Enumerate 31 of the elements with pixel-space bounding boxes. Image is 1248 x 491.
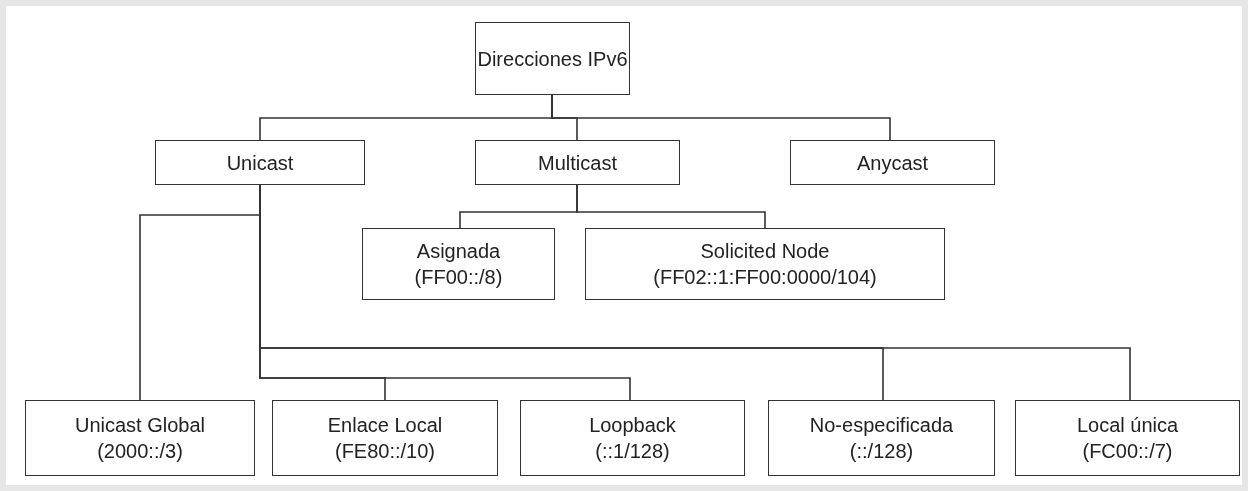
process-box [520,400,745,476]
process-box [585,228,945,300]
box-label: (FE80::/10) [334,439,435,464]
box-label: (FC00::/7) [1082,439,1173,464]
process-box [475,140,680,185]
box-label: Solicited Node [700,239,830,264]
box-label: Loopback [589,413,676,438]
process-box [475,22,630,95]
box-label: (2000::/3) [97,439,183,464]
box-label: (::1/128) [595,439,670,464]
box-label: Direcciones IPv6 [477,46,628,72]
process-box [362,228,555,300]
connector-line [551,94,891,141]
box-label: Anycast [856,150,929,176]
box-label: Multicast [538,150,617,176]
box-label: Local única [1076,413,1179,438]
box-label: (::/128) [849,439,914,464]
box-label: Unicast [226,150,294,176]
box-label: Enlace Local [327,413,443,438]
process-box [25,400,255,476]
process-box [1015,400,1240,476]
box-label: Unicast Global [74,413,206,438]
box-label: (FF02::1:FF00:0000/104) [653,265,877,290]
process-box [790,140,995,185]
process-box [155,140,365,185]
connector-line [576,184,766,229]
box-label: (FF00::/8) [414,265,503,290]
process-box [272,400,498,476]
process-box [768,400,995,476]
box-label: Asignada [416,239,501,264]
box-label: No-especificada [809,413,954,438]
